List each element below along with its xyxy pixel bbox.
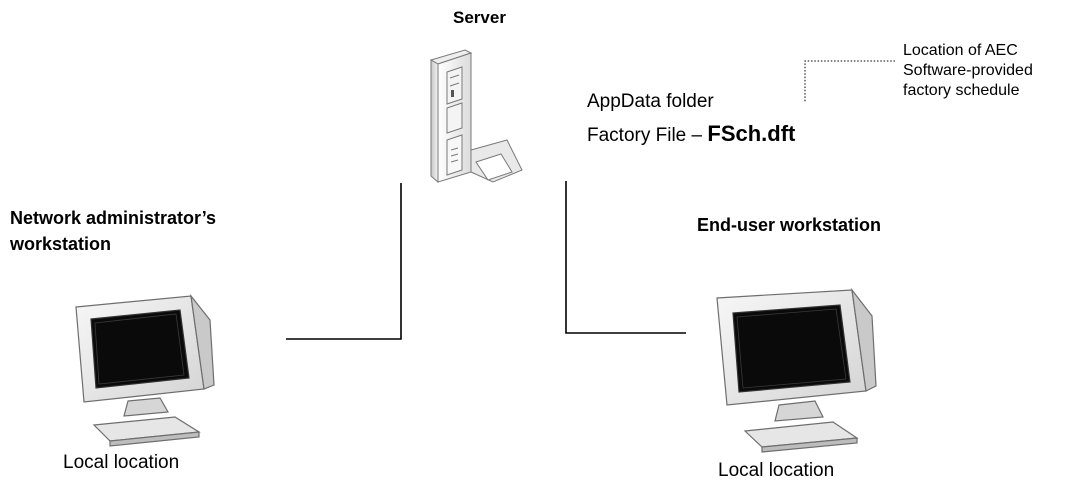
server-label: Server [453, 8, 506, 27]
admin-local-location-label: Local location [63, 452, 180, 473]
crt-monitor-icon-admin [75, 293, 215, 447]
factory-file-prefix: Factory File – [587, 125, 708, 146]
factory-file-name: FSch.dft [707, 121, 796, 146]
server-tower-icon [429, 49, 523, 184]
callout-leader-line [804, 60, 895, 103]
connection-line-enduser [565, 181, 686, 334]
callout-line-1: Location of AEC [903, 42, 1018, 59]
factory-file-line: Factory File – FSch.dft [587, 118, 795, 152]
appdata-folder-label: AppData folder [587, 91, 714, 112]
callout-line-2: Software-provided [903, 62, 1033, 79]
enduser-workstation-title: End-user workstation [697, 215, 882, 235]
server-info: AppData folder Factory File – FSch.dft [587, 86, 795, 152]
admin-title-line-1: Network administrator’s [10, 208, 217, 228]
admin-workstation-title: Network administrator’s workstation [10, 205, 216, 257]
crt-monitor-icon-enduser [716, 287, 877, 453]
admin-title-line-2: workstation [10, 234, 112, 254]
callout-line-3: factory schedule [903, 82, 1020, 99]
connection-line-admin [286, 183, 402, 340]
callout-note: Location of AEC Software-provided factor… [903, 41, 1033, 101]
enduser-local-location-label: Local location [718, 460, 835, 481]
